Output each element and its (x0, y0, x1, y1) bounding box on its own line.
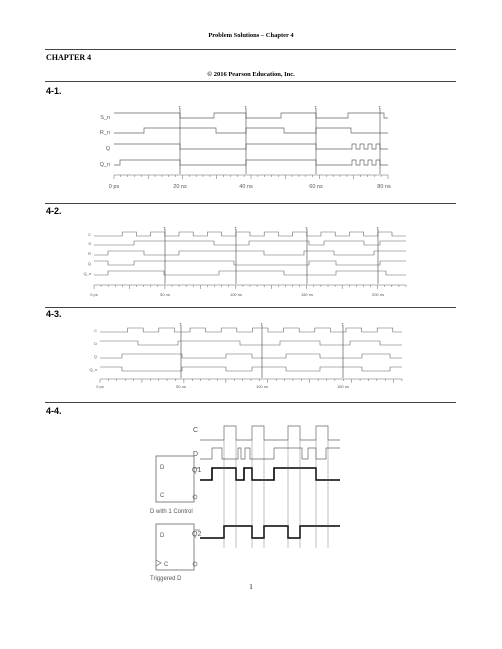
time-label: 200 ns (372, 292, 384, 297)
section-rule (45, 402, 456, 403)
cursor-marker: T (245, 105, 248, 110)
waveform-d (200, 447, 340, 460)
time-label: 50 ns (160, 292, 170, 297)
waveform-r (94, 250, 406, 256)
time-label: 0 ps (109, 184, 120, 190)
waveform-q-n (100, 366, 402, 372)
signal-label: C (193, 427, 198, 434)
signal-label: Q (106, 146, 111, 152)
cursor-marker: T (261, 322, 264, 327)
problem-4-4-number: 4-4. (46, 406, 62, 416)
signal-label: S_n (100, 115, 110, 121)
cursor-marker: T (342, 322, 345, 327)
signal-label: Q (94, 354, 97, 359)
signal-label: Q_n (89, 367, 97, 372)
time-label: 100 ns (256, 384, 268, 389)
waveform-q-n (94, 270, 406, 276)
clock-triangle (155, 559, 162, 567)
signal-label: C (94, 328, 97, 333)
waveform-q (94, 260, 406, 266)
cursor-marker: T (377, 226, 380, 231)
waveform-q1 (200, 467, 340, 481)
cursor-marker: T (235, 226, 238, 231)
inversion-bubble (192, 494, 198, 500)
cursor-marker: T (379, 105, 382, 110)
waveform-c (94, 231, 406, 237)
block-input-label: D (160, 465, 165, 471)
time-label: 40 ns (239, 184, 253, 190)
problem-4-2-number: 4-2. (46, 206, 62, 216)
timing-diagram-4-4: D C D with 1 Control D C Triggered D C D… (150, 425, 340, 582)
block-caption: D with 1 Control (150, 509, 193, 515)
block-input-label: D (160, 533, 165, 539)
waveform-s (94, 240, 406, 246)
cursor-marker: T (306, 226, 309, 231)
signal-label: R (88, 251, 91, 256)
time-label: 20 ns (173, 184, 187, 190)
problem-4-1-number: 4-1. (46, 86, 62, 96)
signal-label: D (94, 341, 97, 346)
timing-diagram-4-1: S_n R_n Q Q_n 0 ps 20 ns 40 ns 60 ns 80 … (100, 105, 391, 190)
waveform-d (100, 340, 402, 346)
timing-diagram-4-2: C S R Q Q_n 0 ps 50 ns 100 ns 150 ns 200… (83, 226, 407, 297)
chapter-title: CHAPTER 4 (46, 53, 92, 62)
waveform-r-n (114, 127, 388, 134)
signal-label: Q (88, 261, 91, 266)
time-label: 150 ns (337, 384, 349, 389)
waveform-q-n (114, 159, 388, 166)
block-input-label: C (164, 562, 169, 568)
inversion-bubble (192, 561, 198, 567)
time-label: 60 ns (309, 184, 323, 190)
time-label: 0 ps (96, 384, 104, 389)
waveform-c (100, 327, 402, 333)
section-rule (45, 203, 456, 204)
time-label: 100 ns (230, 292, 242, 297)
block-input-label: C (160, 493, 165, 499)
signal-label: Q2 (192, 531, 201, 538)
cursor-marker: T (315, 105, 318, 110)
header-rule (45, 49, 456, 50)
signal-label: Q_n (83, 271, 91, 276)
timing-diagram-4-3: C D Q Q_n 0 ps 50 ns 100 ns 150 ns T T T (89, 322, 403, 389)
signal-label: D (193, 451, 198, 458)
signal-label: Q1 (192, 467, 201, 474)
signal-label: Q_n (100, 162, 110, 168)
waveform-q2 (200, 525, 340, 539)
section-rule (45, 307, 456, 308)
cursor-marker: T (180, 322, 183, 327)
waveform-s-n (114, 112, 388, 119)
waveform-q (114, 143, 388, 150)
d-latch-block (155, 455, 195, 503)
signal-label: C (88, 232, 91, 237)
cursor-marker: T (164, 226, 167, 231)
waveform-c (200, 425, 340, 441)
page-header: Problem Solutions – Chapter 4 (208, 32, 294, 39)
time-label: 150 ns (301, 292, 313, 297)
copyright-rule (45, 81, 456, 82)
signal-label: S (88, 241, 91, 246)
time-label: 80 ns (377, 184, 391, 190)
waveform-q (100, 353, 402, 359)
cursor-marker: T (179, 105, 182, 110)
d-flipflop-block (155, 523, 195, 571)
page-number: 1 (249, 583, 253, 591)
time-label: 0 ps (90, 292, 98, 297)
signal-label: R_n (100, 130, 110, 136)
time-label: 50 ns (176, 384, 186, 389)
copyright-notice: © 2016 Pearson Education, Inc. (207, 71, 295, 78)
block-caption: Triggered D (150, 576, 182, 582)
problem-4-3-number: 4-3. (46, 309, 62, 319)
